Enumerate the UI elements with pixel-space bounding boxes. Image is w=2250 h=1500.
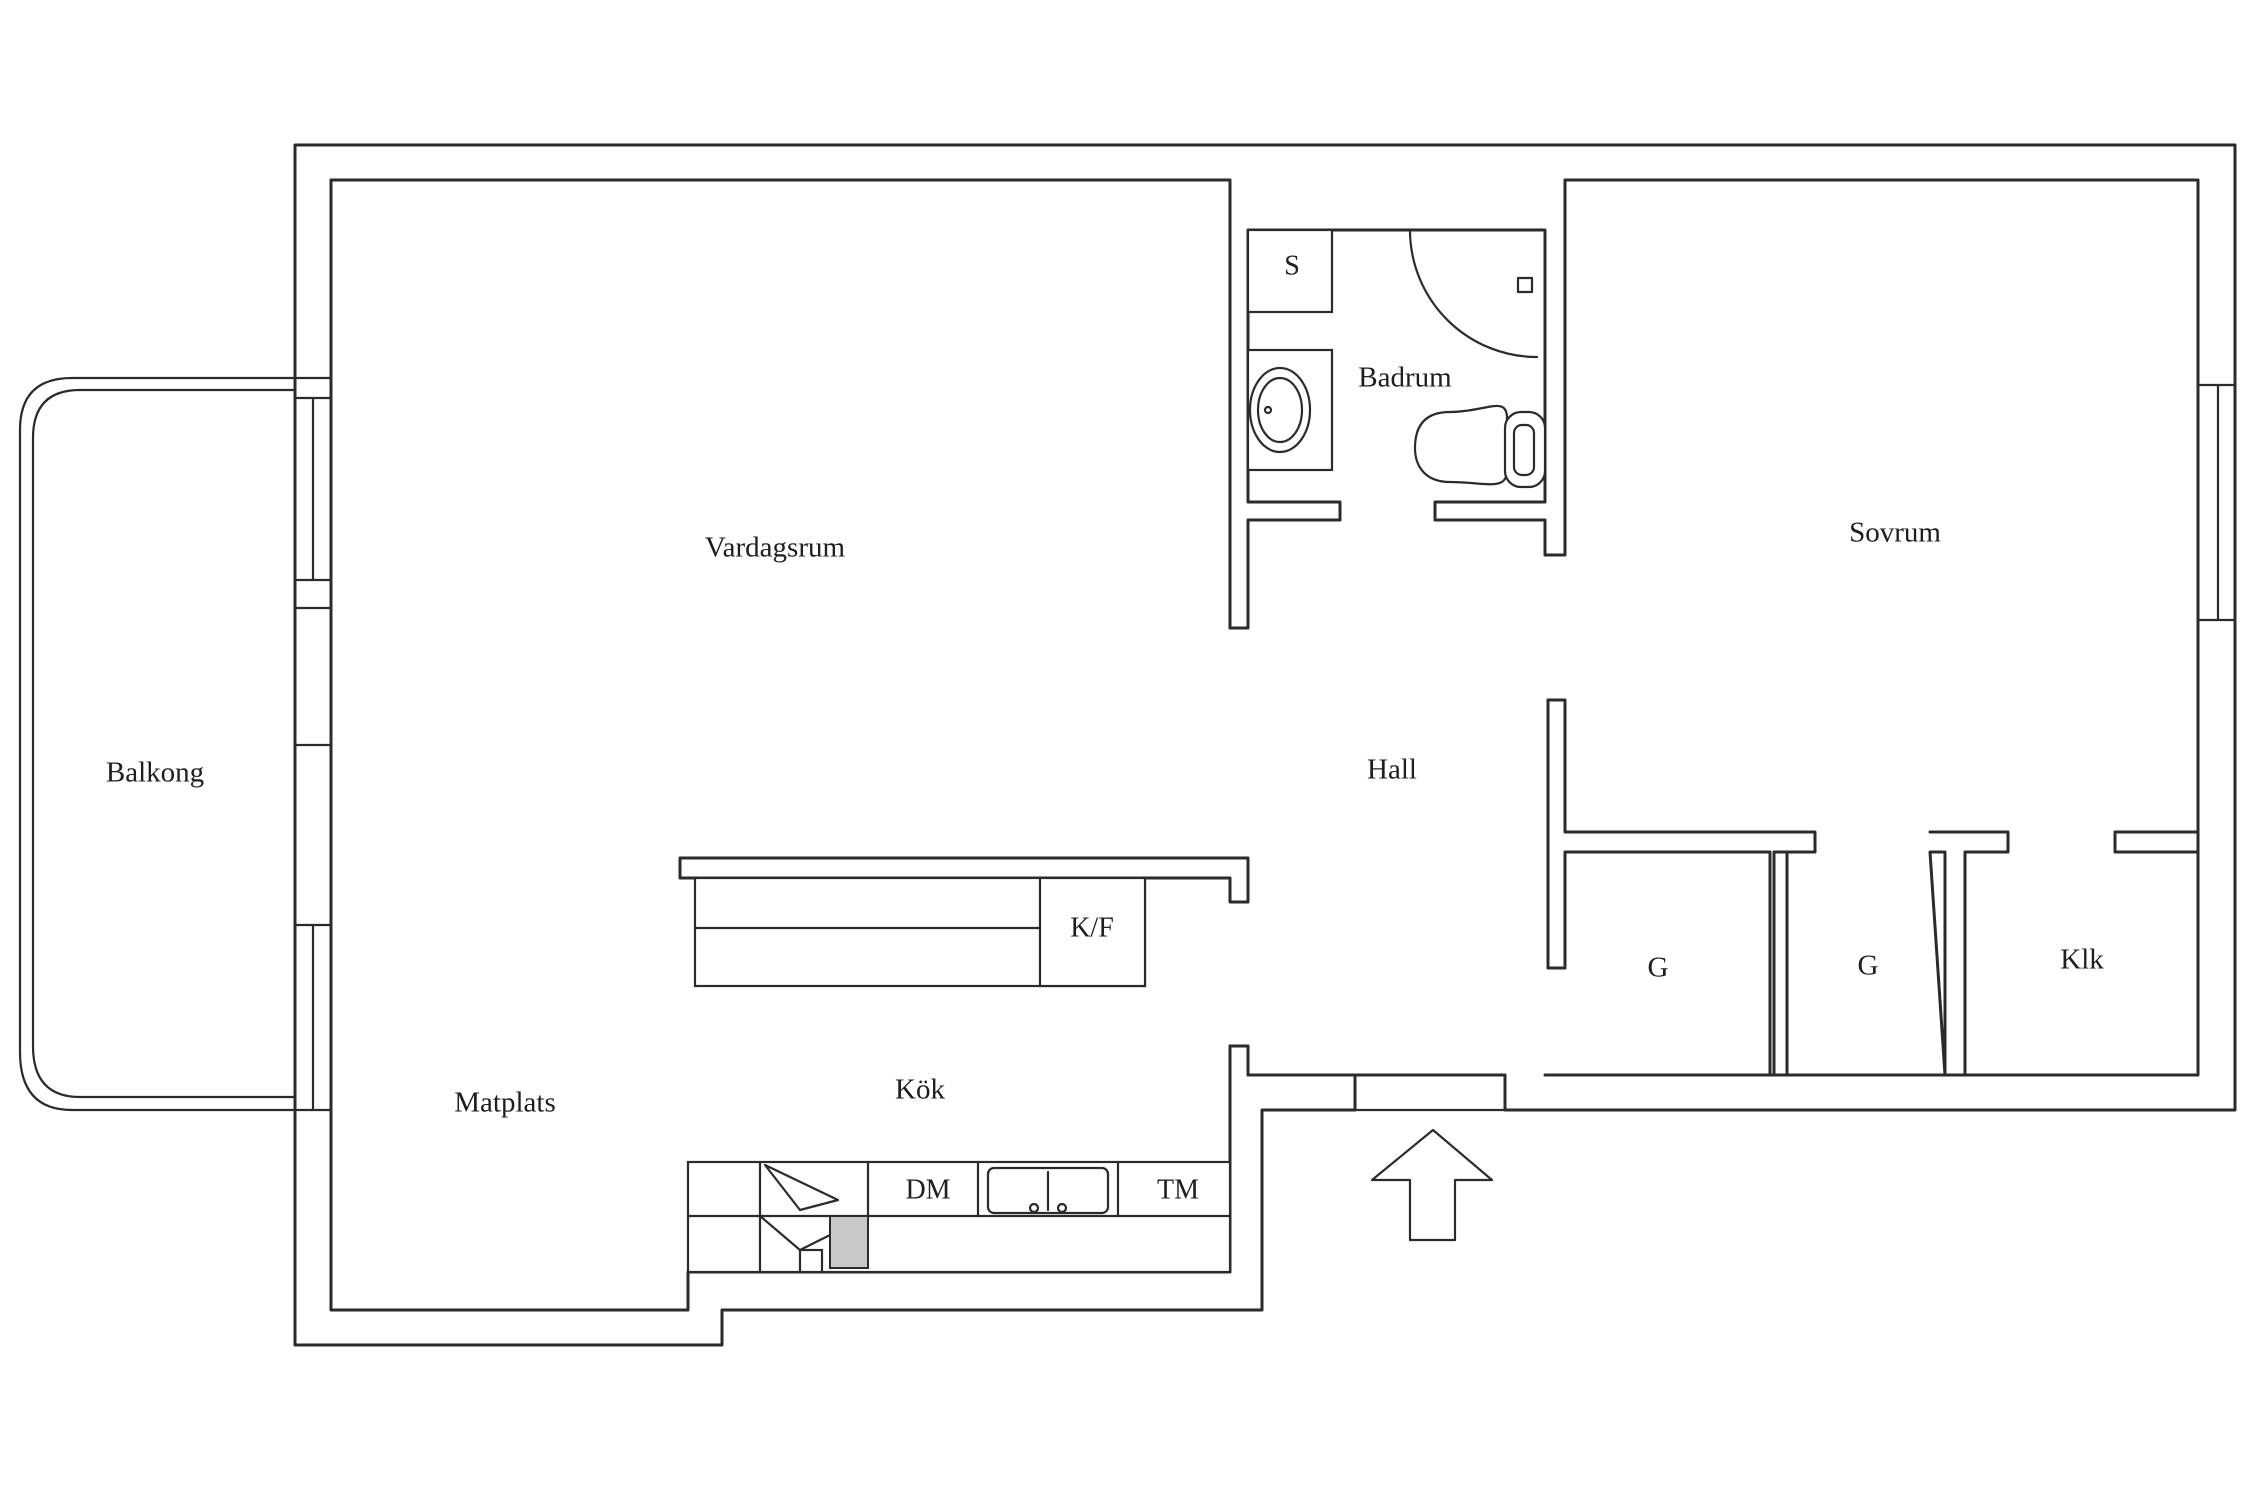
left-windows: [293, 376, 333, 1112]
room-label-vardagsrum: Vardagsrum: [705, 532, 846, 564]
entrance-arrow-icon: [1370, 1128, 1494, 1242]
room-label-kok: Kök: [895, 1074, 945, 1106]
shower-door: [1408, 228, 1539, 359]
right-window: [2196, 383, 2237, 622]
room-label-badrum: Badrum: [1358, 362, 1452, 394]
fridge-freezer: [1038, 876, 1147, 988]
room-label-sovrum: Sovrum: [1849, 517, 1941, 549]
room-label-matplats: Matplats: [454, 1087, 556, 1119]
room-label-balkong: Balkong: [106, 757, 204, 789]
kitchen-counter: [686, 1160, 1232, 1274]
stove-icon: [758, 1163, 870, 1274]
fixture-labels: S K/F DM TM: [905, 250, 1299, 1205]
fixture-label-storage: S: [1284, 250, 1300, 281]
fixture-label-dryer: TM: [1157, 1174, 1199, 1205]
washbasin-icon: [1248, 366, 1312, 454]
entrance: [1246, 1044, 1507, 1242]
fixture-label-dishwasher: DM: [905, 1174, 950, 1205]
sink-icon: [986, 1166, 1110, 1215]
bathroom-walls: [1228, 178, 1567, 630]
outer-walls: [293, 143, 2237, 1347]
room-label-hall: Hall: [1367, 754, 1417, 786]
balcony: [18, 376, 297, 1112]
bathroom-fixtures: [1246, 228, 1547, 489]
room-label-garderob-1: G: [1648, 952, 1669, 984]
kitchen-island: [678, 856, 1250, 988]
room-label-garderob-2: G: [1858, 950, 1879, 982]
toilet-icon: [1413, 404, 1547, 489]
fixture-label-fridge-freezer: K/F: [1070, 912, 1114, 943]
storage-cabinet: [1246, 228, 1334, 314]
hall-walls: [1546, 698, 2200, 1077]
room-label-klk: Klk: [2060, 944, 2104, 976]
room-labels: Vardagsrum Balkong Badrum Sovrum Hall Ma…: [106, 362, 2104, 1119]
